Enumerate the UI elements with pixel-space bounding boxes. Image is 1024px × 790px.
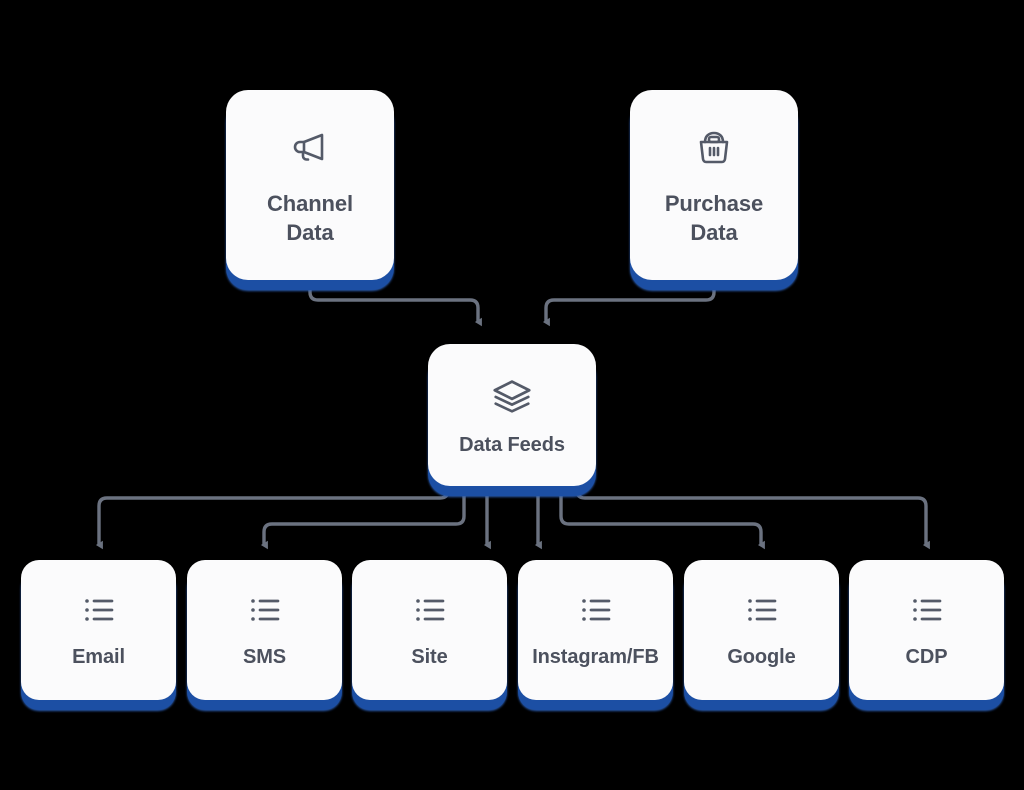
connector-hub-to-email (95, 478, 450, 550)
card-sms[interactable]: SMS (187, 560, 342, 700)
card-site[interactable]: Site (352, 560, 507, 700)
list-icon (411, 591, 449, 629)
card-email[interactable]: Email (21, 560, 176, 700)
list-icon (246, 591, 284, 629)
card-label-line2: Data (690, 220, 738, 245)
card-label: Instagram/FB (532, 645, 659, 668)
card-label-line1: Purchase (664, 191, 764, 216)
list-icon (743, 591, 781, 629)
card-label: Email (72, 645, 125, 668)
card-instagram-fb[interactable]: Instagram/FB (518, 560, 673, 700)
card-label: Site (411, 645, 448, 668)
megaphone-icon (286, 123, 334, 171)
card-data-feeds[interactable]: Data Feeds (428, 344, 596, 486)
connector-hub-to-google (559, 478, 765, 550)
list-icon (908, 591, 946, 629)
basket-icon (690, 123, 738, 171)
list-icon (577, 591, 615, 629)
card-label-line1: Channel (266, 191, 354, 216)
card-label: CDP (905, 645, 948, 668)
list-icon (80, 591, 118, 629)
card-cdp[interactable]: CDP (849, 560, 1004, 700)
connector-hub-to-sms (260, 478, 466, 550)
card-label-line2: Data (286, 220, 334, 245)
connector-purchase-to-hub (542, 282, 716, 327)
layers-icon (489, 373, 535, 419)
card-label: SMS (242, 645, 287, 668)
connector-channel-to-hub (308, 282, 482, 327)
connector-hub-to-cdp (575, 478, 930, 550)
card-google[interactable]: Google (684, 560, 839, 700)
card-label: Google (727, 645, 796, 668)
card-label: Data Feeds (459, 433, 565, 456)
